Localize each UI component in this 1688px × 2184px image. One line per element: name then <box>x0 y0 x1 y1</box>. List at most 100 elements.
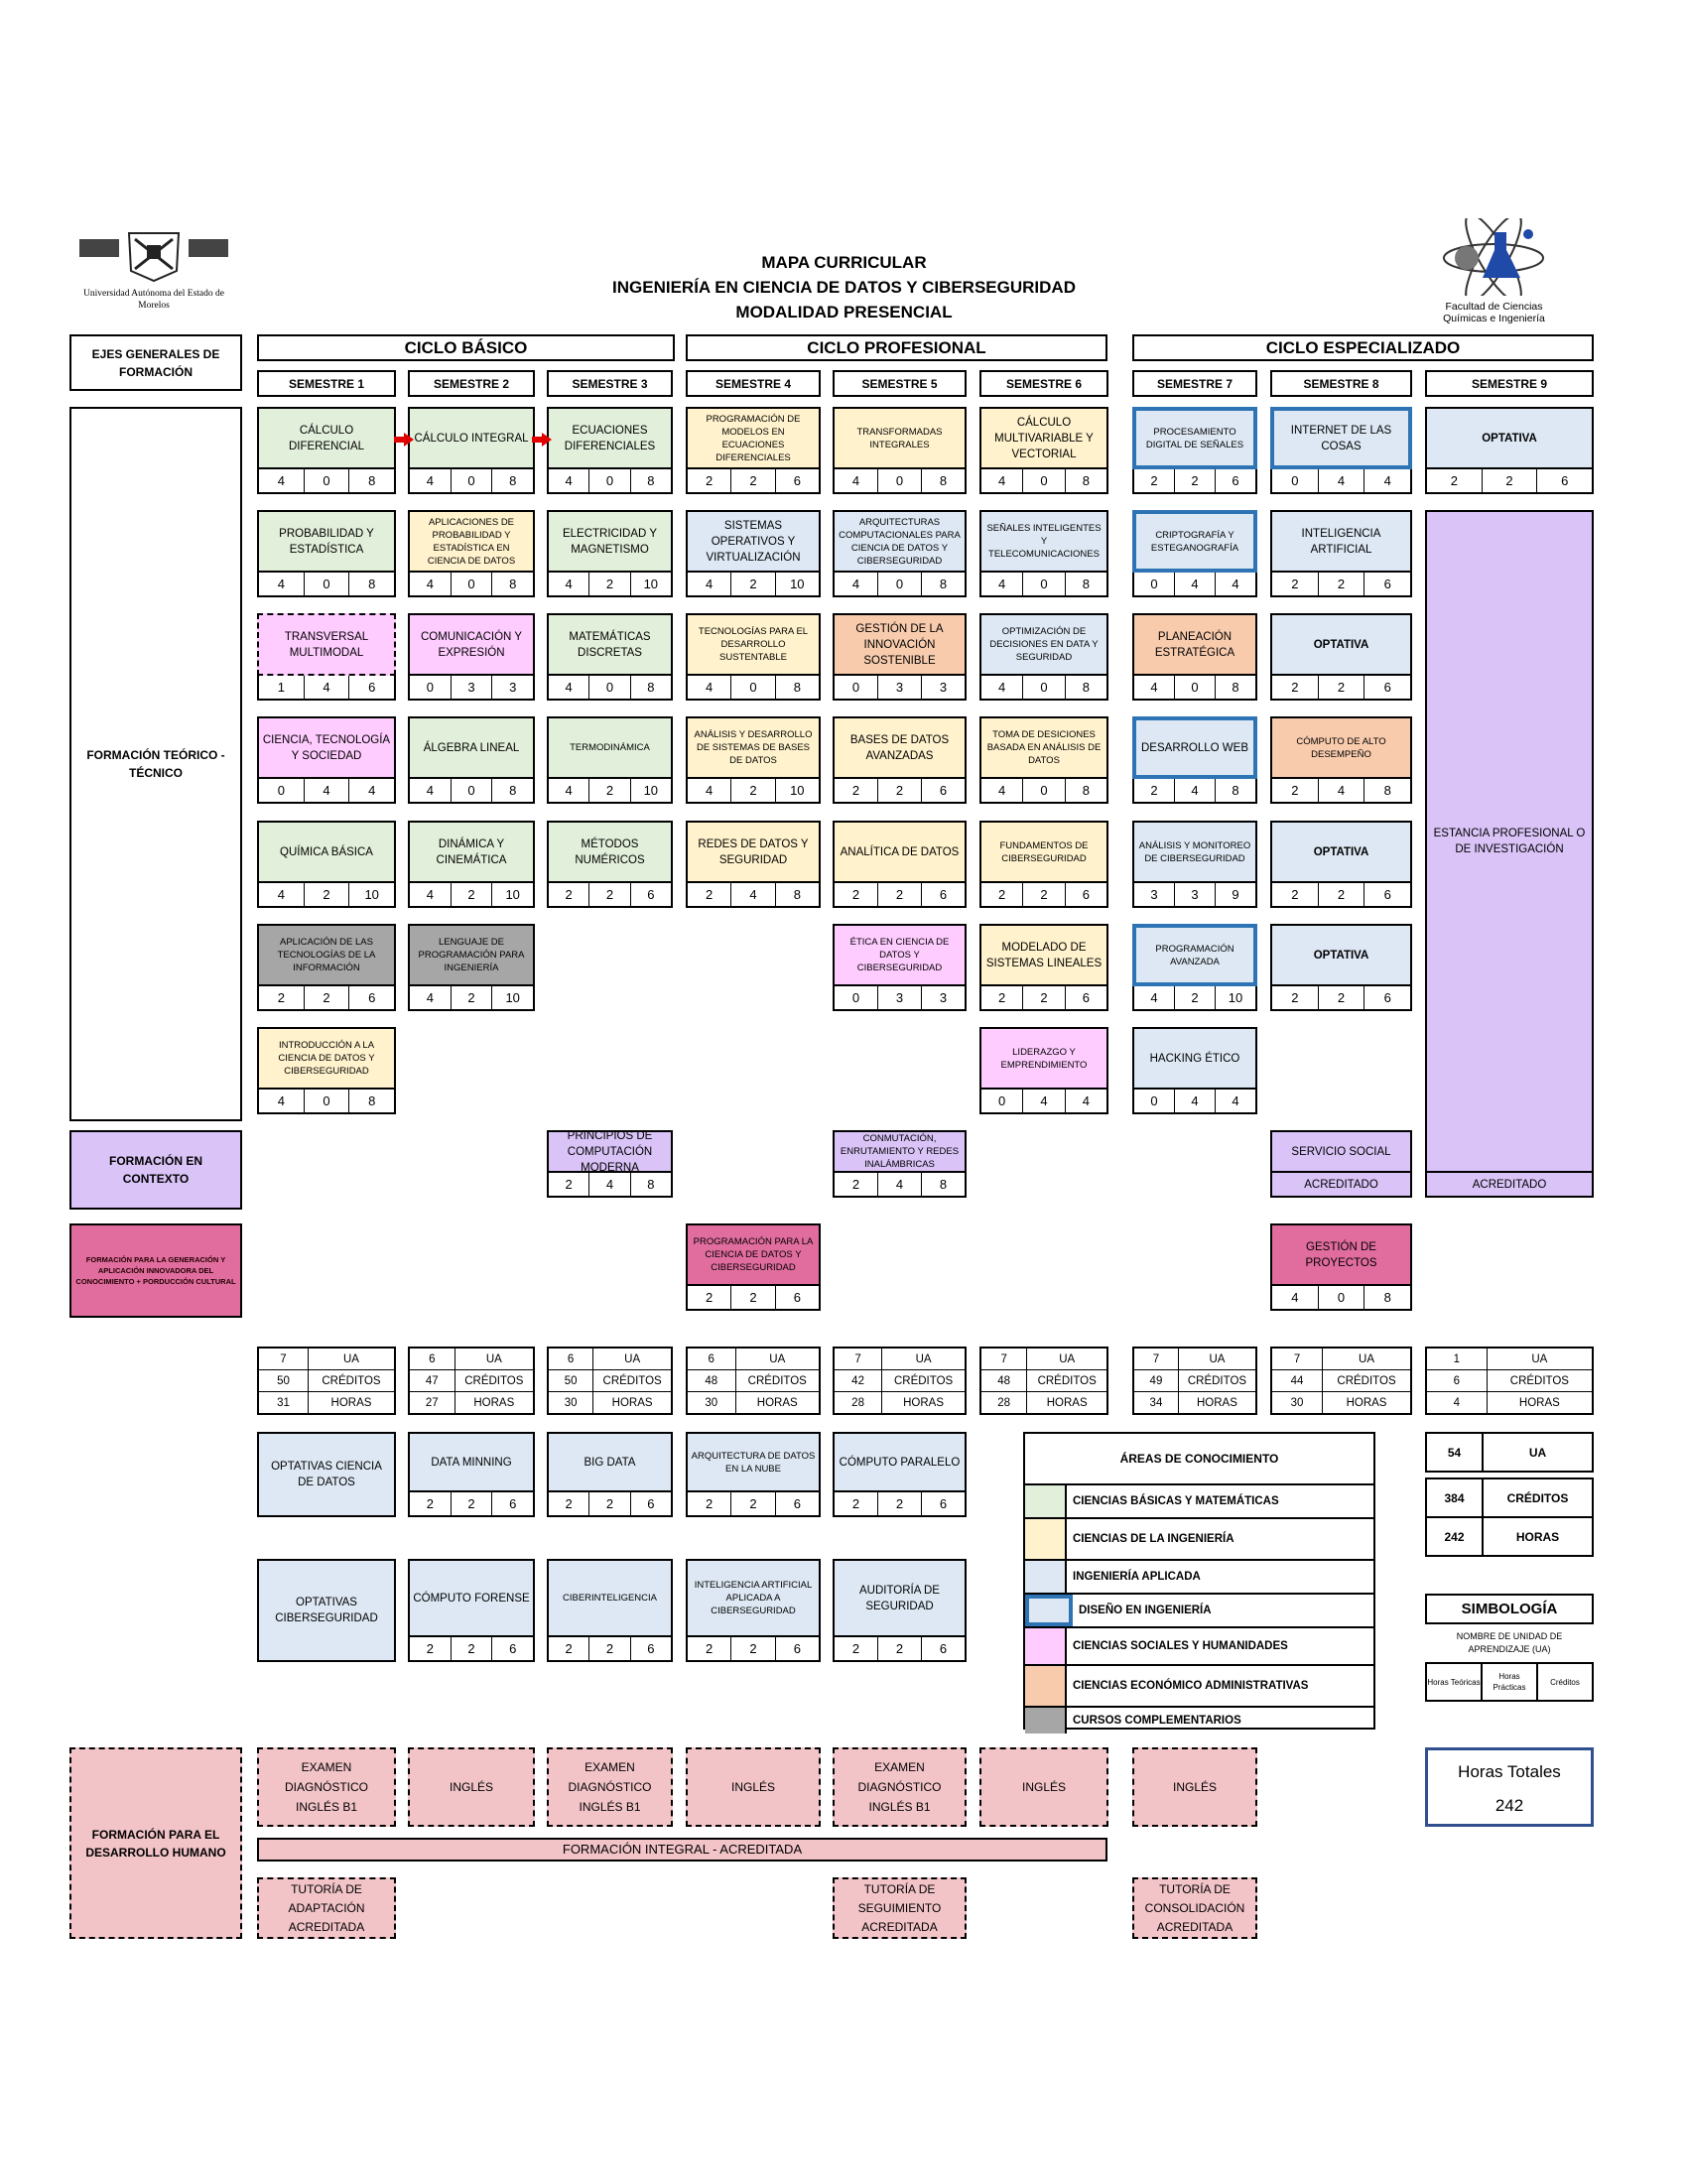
course-box[interactable]: DATA MINNING <box>408 1432 535 1492</box>
course-box[interactable]: SERVICIO SOCIAL <box>1270 1130 1412 1173</box>
course-box[interactable]: OPTATIVA <box>1270 821 1412 883</box>
humano-course[interactable]: EXAMEN DIAGNÓSTICO INGLÉS B1 <box>547 1747 673 1827</box>
course-box[interactable]: AUDITORÍA DE SEGURIDAD <box>833 1559 967 1637</box>
course-box[interactable]: CONMUTACIÓN, ENRUTAMIENTO Y REDES INALÁM… <box>833 1130 967 1173</box>
course-box[interactable]: PROGRAMACIÓN DE MODELOS EN ECUACIONES DI… <box>686 407 821 469</box>
hours-practicas: 4 <box>878 1173 922 1196</box>
hours-creditos: 8 <box>939 1177 948 1192</box>
hours-practicas: 2 <box>1175 469 1216 492</box>
totals-value: 28 <box>835 1392 883 1413</box>
course-box[interactable]: ANÁLISIS Y DESARROLLO DE SISTEMAS DE BAS… <box>686 716 821 779</box>
course-box[interactable]: REDES DE DATOS Y SEGURIDAD <box>686 821 821 883</box>
humano-course[interactable]: INGLÉS <box>686 1747 821 1827</box>
course-box[interactable]: ARQUITECTURA DE DATOS EN LA NUBE <box>686 1432 821 1492</box>
course-box[interactable]: CÁLCULO MULTIVARIABLE Y VECTORIAL <box>979 407 1108 469</box>
course-box[interactable]: MODELADO DE SISTEMAS LINEALES <box>979 924 1108 986</box>
course-box[interactable]: ESTANCIA PROFESIONAL O DE INVESTIGACIÓN <box>1425 510 1594 1173</box>
course-box[interactable]: PROGRAMACIÓN AVANZADA <box>1132 924 1257 986</box>
hours-teoricas: 4 <box>259 573 305 595</box>
course-box[interactable]: CÓMPUTO DE ALTO DESEMPEÑO <box>1270 716 1412 779</box>
course-box[interactable]: CIENCIA, TECNOLOGÍA Y SOCIEDAD <box>257 716 396 779</box>
hours-creditos: 10 <box>643 783 659 798</box>
course-box[interactable]: PROCESAMIENTO DIGITAL DE SEÑALES <box>1132 407 1257 469</box>
course-box[interactable]: OPTIMIZACIÓN DE DECISIONES EN DATA Y SEG… <box>979 613 1108 676</box>
humano-course[interactable]: EXAMEN DIAGNÓSTICO INGLÉS B1 <box>257 1747 396 1827</box>
course-box[interactable]: ARQUITECTURAS COMPUTACIONALES PARA CIENC… <box>833 510 967 573</box>
course-box[interactable]: SEÑALES INTELIGENTES Y TELECOMUNICACIONE… <box>979 510 1108 573</box>
humano-course[interactable]: INGLÉS <box>979 1747 1108 1827</box>
course-box[interactable]: ANÁLISIS Y MONITOREO DE CIBERSEGURIDAD <box>1132 821 1257 883</box>
course-box[interactable]: BIG DATA <box>547 1432 673 1492</box>
course-box[interactable]: TOMA DE DESICIONES BASADA EN ANÁLISIS DE… <box>979 716 1108 779</box>
course-box[interactable]: CRIPTOGRAFÍA Y ESTEGANOGRAFÍA <box>1132 510 1257 573</box>
hours-creditos: 8 <box>647 1177 655 1192</box>
course-box[interactable]: MÉTODOS NUMÉRICOS <box>547 821 673 883</box>
course-box[interactable]: QUÍMICA BÁSICA <box>257 821 396 883</box>
legend-swatch <box>1025 1666 1067 1706</box>
course-box[interactable]: OPTATIVA <box>1270 924 1412 986</box>
course-box[interactable]: ELECTRICIDAD Y MAGNETISMO <box>547 510 673 573</box>
course-box[interactable]: CÓMPUTO PARALELO <box>833 1432 967 1492</box>
hours-teoricas: 4 <box>835 573 878 595</box>
course-box[interactable]: INTERNET DE LAS COSAS <box>1270 407 1412 469</box>
course-box[interactable]: TRANSFORMADAS INTEGRALES <box>833 407 967 469</box>
simbologia-teoricas: Horas Teóricas <box>1427 1664 1483 1700</box>
course-box[interactable]: PLANEACIÓN ESTRATÉGICA <box>1132 613 1257 676</box>
course-box[interactable]: INTRODUCCIÓN A LA CIENCIA DE DATOS Y CIB… <box>257 1027 396 1090</box>
humano-course[interactable]: EXAMEN DIAGNÓSTICO INGLÉS B1 <box>833 1747 967 1827</box>
course-box[interactable]: GESTIÓN DE PROYECTOS <box>1270 1223 1412 1286</box>
hours-practicas: 3 <box>1175 883 1216 906</box>
course-box[interactable]: SISTEMAS OPERATIVOS Y VIRTUALIZACIÓN <box>686 510 821 573</box>
course-box[interactable]: CÓMPUTO FORENSE <box>408 1559 535 1637</box>
course-box[interactable]: GESTIÓN DE LA INNOVACIÓN SOSTENIBLE <box>833 613 967 676</box>
summary-label: HORAS <box>1515 1529 1560 1544</box>
hours-creditos: 6 <box>509 1496 517 1511</box>
course-box[interactable]: ECUACIONES DIFERENCIALES <box>547 407 673 469</box>
course-box[interactable]: CIBERINTELIGENCIA <box>547 1559 673 1637</box>
course-box[interactable]: COMUNICACIÓN Y EXPRESIÓN <box>408 613 535 676</box>
course-box[interactable]: OPTATIVA <box>1270 613 1412 676</box>
hours-teoricas: 2 <box>1134 779 1175 802</box>
humano-course[interactable]: INGLÉS <box>1132 1747 1257 1827</box>
hours-practicas: 2 <box>1319 883 1365 906</box>
humano-course[interactable]: INGLÉS <box>408 1747 535 1827</box>
course-box[interactable]: ÁLGEBRA LINEAL <box>408 716 535 779</box>
course-box[interactable]: TECNOLOGÍAS PARA EL DESARROLLO SUSTENTAB… <box>686 613 821 676</box>
course-box[interactable]: APLICACIONES DE PROBABILIDAD Y ESTADÍSTI… <box>408 510 535 573</box>
course-box[interactable]: ANALÍTICA DE DATOS <box>833 821 967 883</box>
course-box[interactable]: CÁLCULO DIFERENCIAL <box>257 407 396 469</box>
hours-creditos: 6 <box>793 473 801 488</box>
course-box[interactable]: CÁLCULO INTEGRAL <box>408 407 535 469</box>
course-box[interactable]: PROGRAMACIÓN PARA LA CIENCIA DE DATOS Y … <box>686 1223 821 1286</box>
course-box[interactable]: TERMODINÁMICA <box>547 716 673 779</box>
hours-teoricas: 4 <box>688 676 732 699</box>
hours-practicas: 2 <box>1319 573 1365 595</box>
course-box[interactable]: LENGUAJE DE PROGRAMACIÓN PARA INGENIERÍA <box>408 924 535 986</box>
semester-header: SEMESTRE 4 <box>686 370 821 397</box>
course-box[interactable]: OPTATIVA <box>1425 407 1594 469</box>
course-box[interactable]: MATEMÁTICAS DISCRETAS <box>547 613 673 676</box>
totals-label: CRÉDITOS <box>322 1374 381 1387</box>
hours-practicas: 2 <box>1319 986 1365 1009</box>
course-box[interactable]: BASES DE DATOS AVANZADAS <box>833 716 967 779</box>
course-box[interactable]: INTELIGENCIA ARTIFICIAL <box>1270 510 1412 573</box>
course-box[interactable]: PROBABILIDAD Y ESTADÍSTICA <box>257 510 396 573</box>
course-box[interactable]: LIDERAZGO Y EMPRENDIMIENTO <box>979 1027 1108 1090</box>
hours-practicas: 4 <box>1319 469 1365 492</box>
course-box[interactable]: ÉTICA EN CIENCIA DE DATOS Y CIBERSEGURID… <box>833 924 967 986</box>
course-box[interactable]: DINÁMICA Y CINEMÁTICA <box>408 821 535 883</box>
course-box[interactable]: HACKING ÉTICO <box>1132 1027 1257 1090</box>
course-box[interactable]: DESARROLLO WEB <box>1132 716 1257 779</box>
course-box[interactable]: APLICACIÓN DE LAS TECNOLOGÍAS DE LA INFO… <box>257 924 396 986</box>
course-box[interactable]: INTELIGENCIA ARTIFICIAL APLICADA A CIBER… <box>686 1559 821 1637</box>
course-box[interactable]: PRINCIPIOS DE COMPUTACIÓN MODERNA <box>547 1130 673 1174</box>
hours-teoricas: 4 <box>981 469 1024 492</box>
course-box[interactable]: TRANSVERSAL MULTIMODAL <box>257 613 396 676</box>
course-box[interactable]: FUNDAMENTOS DE CIBERSEGURIDAD <box>979 821 1108 883</box>
